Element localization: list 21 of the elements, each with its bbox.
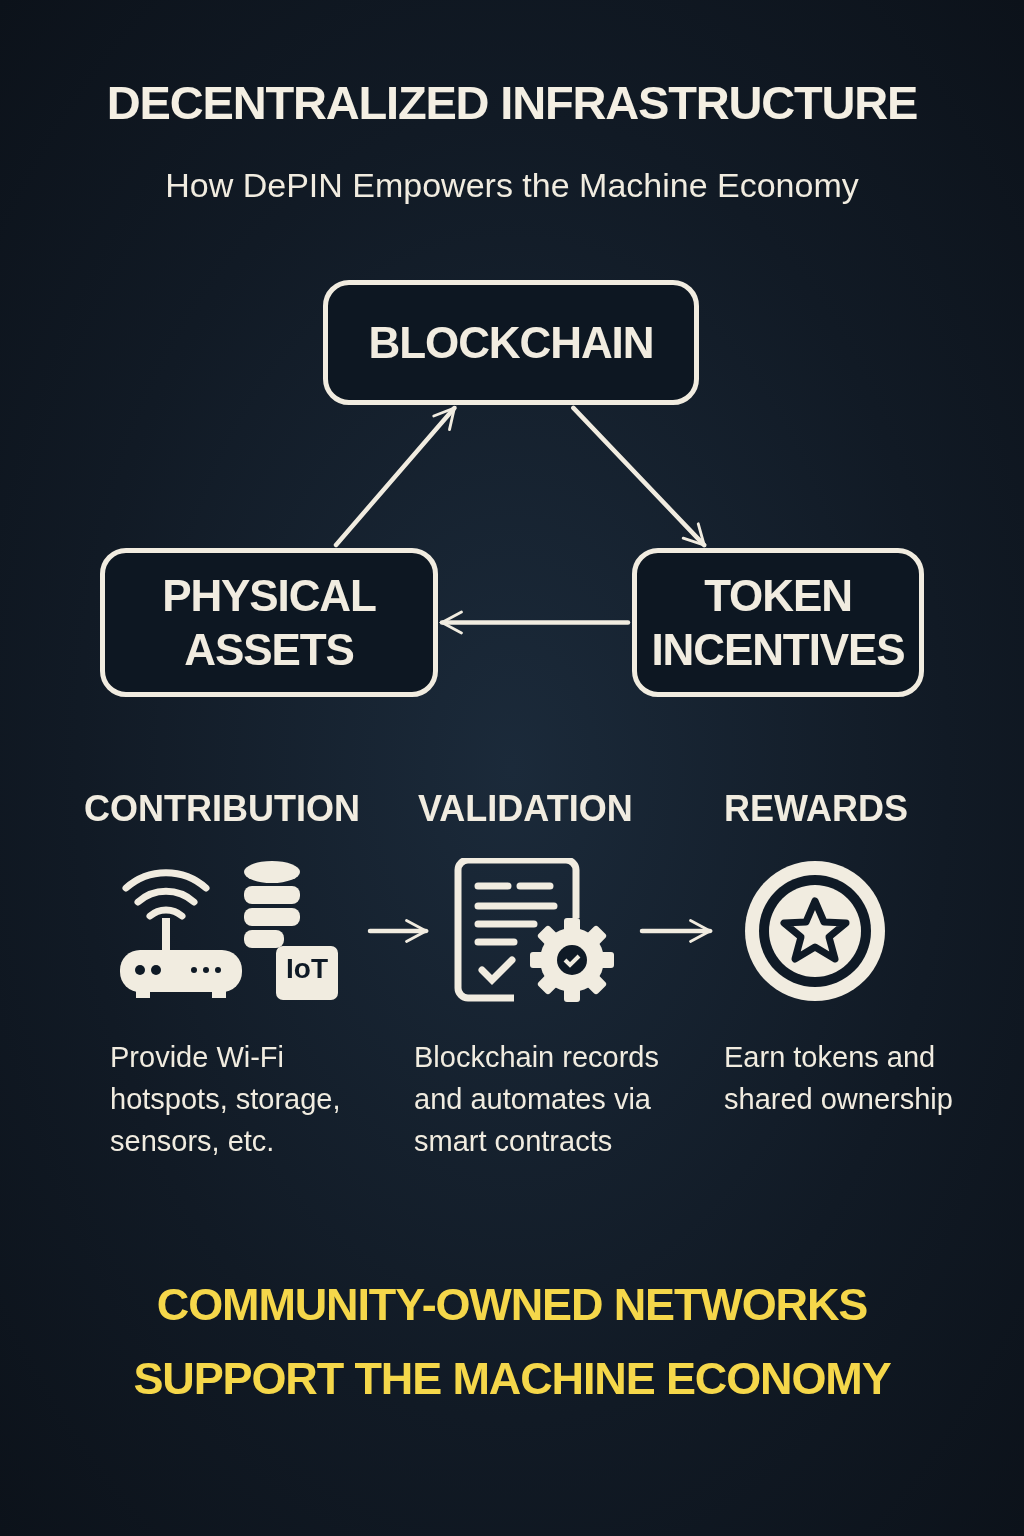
process-box: [632, 548, 924, 697]
subtitle: How DePIN Empowers the Machine Economy: [164, 165, 860, 206]
title: DECENTRALIZED INFRASTRUCTURE: [105, 75, 919, 131]
box-label: TOKEN INCENTIVES: [650, 569, 906, 676]
icon-label: IoT: [285, 952, 329, 986]
step-heading: VALIDATION: [418, 787, 634, 831]
process-box: [100, 548, 438, 697]
closing-statement: COMMUNITY-OWNED NETWORKS SUPPORT THE MACHINE ECONOMY: [132, 1278, 892, 1406]
arrow: [439, 610, 631, 635]
arrow: [367, 919, 429, 943]
step-heading: CONTRIBUTION: [84, 787, 361, 831]
arrow: [639, 919, 713, 943]
box-label: BLOCKCHAIN: [368, 316, 654, 369]
step-heading: REWARDS: [724, 787, 909, 831]
step-description: Provide Wi-Fi hotspots, storage, sensors, etc.: [110, 1040, 342, 1159]
step-description: Blockchain records and automates via smart contracts: [414, 1040, 660, 1159]
arrow: [333, 405, 457, 548]
arrow: [571, 405, 707, 548]
step-description: Earn tokens and shared ownership: [724, 1040, 954, 1117]
process-box: [323, 280, 699, 405]
box-label: PHYSICAL ASSETS: [161, 569, 377, 676]
